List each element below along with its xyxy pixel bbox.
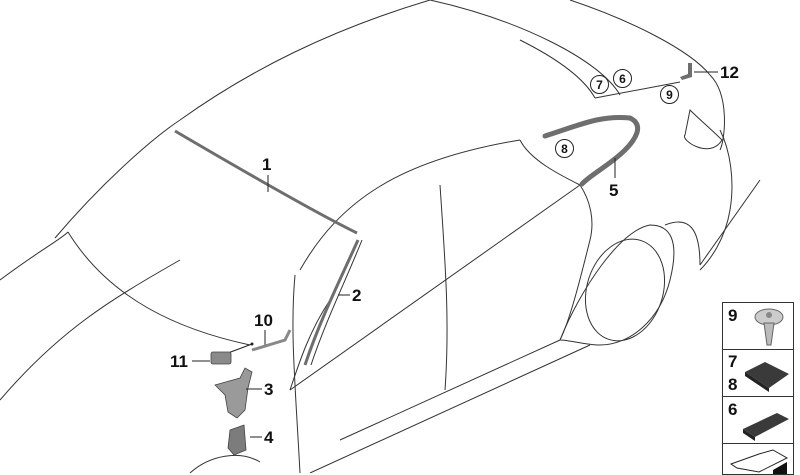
callout-5[interactable]: 5 [609,181,619,200]
circled-ref-8[interactable]: 8 [555,139,574,158]
legend-label: 7 [728,352,738,371]
callout-11[interactable]: 11 [170,352,188,371]
legend-item-reference[interactable] [723,444,793,474]
legend-item-6[interactable]: 6 [723,397,793,444]
callout-2[interactable]: 2 [352,286,362,305]
pad-block-icon [745,362,789,392]
pad-strip-icon [743,413,789,441]
screw-icon [754,308,784,346]
callout-12[interactable]: 12 [720,63,739,82]
circled-ref-9[interactable]: 9 [660,85,679,104]
callout-1[interactable]: 1 [262,155,272,174]
legend-label: 8 [728,375,738,394]
illustration-reference-icon [729,449,789,474]
circled-ref-7[interactable]: 7 [590,75,609,94]
legend-label: 6 [728,400,738,419]
parts-legend: 9 7 8 6 [722,302,794,475]
circled-ref-6[interactable]: 6 [613,69,632,88]
legend-item-9[interactable]: 9 [723,303,793,350]
callout-4[interactable]: 4 [264,428,274,447]
legend-item-7-8[interactable]: 7 8 [723,350,793,397]
callout-3[interactable]: 3 [264,380,274,399]
callout-10[interactable]: 10 [254,311,273,330]
legend-label: 9 [728,306,738,325]
